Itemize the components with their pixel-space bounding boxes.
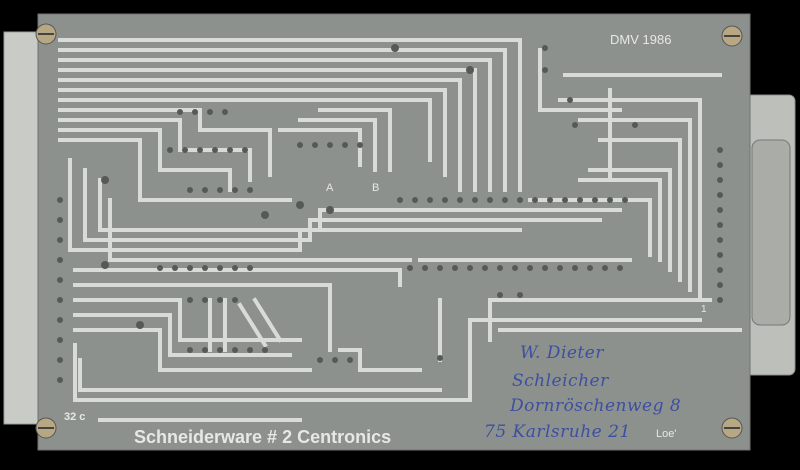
handwritten-surname: Schleicher xyxy=(512,371,609,391)
corner-marking: Loe' xyxy=(656,428,677,440)
pad-label-b: B xyxy=(372,182,380,194)
edge-connector xyxy=(3,31,41,425)
product-label: Schneiderware # 2 Centronics xyxy=(134,427,392,447)
pin-label-right: 1 xyxy=(701,304,707,315)
db25-shell xyxy=(751,139,791,326)
handwritten-city: 75 Karlsruhe 21 xyxy=(484,422,631,442)
pad-label-a: A xyxy=(326,182,334,194)
handwritten-name: W. Dieter xyxy=(520,343,604,363)
copper-traces xyxy=(58,38,742,422)
pin-label: 32 c xyxy=(64,411,86,423)
mounting-screws xyxy=(35,23,743,439)
solder-pads xyxy=(57,44,723,383)
board-date-marking: DMV 1986 xyxy=(610,32,672,47)
handwritten-street: Dornröschenweg 8 xyxy=(510,396,682,416)
